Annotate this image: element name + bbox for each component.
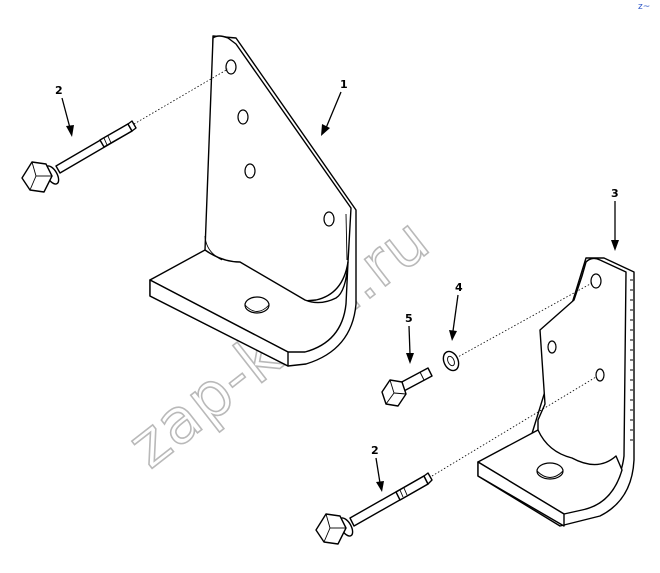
arrowhead-2-upper: [66, 125, 74, 137]
washer-icon: [442, 350, 460, 372]
callout-3: 3: [611, 187, 619, 200]
bracket-1-icon: [149, 35, 357, 367]
arrowhead-4: [449, 330, 457, 341]
long-bolt-icon: [21, 120, 137, 193]
leader-2-bottom: [375, 457, 381, 484]
callout-4: 4: [455, 281, 463, 294]
callout-2-bottom: 2: [371, 444, 379, 457]
leader-5: [408, 325, 411, 355]
arrowhead-1: [321, 124, 330, 136]
bracket-3-icon: [477, 257, 635, 527]
arrowhead-5: [406, 353, 414, 364]
alignment-line-3b: [431, 376, 597, 477]
alignment-line-1: [133, 68, 229, 125]
leader-4: [452, 294, 459, 332]
arrowhead-2-bottom: [376, 481, 384, 492]
long-bolt-bottom-icon: [315, 472, 433, 545]
leader-1: [325, 91, 342, 129]
arrowhead-3: [611, 240, 619, 251]
corner-mark: z~: [638, 2, 650, 12]
callout-1: 1: [340, 78, 348, 91]
callout-2-upper: 2: [55, 84, 63, 97]
leader-2-upper: [61, 97, 71, 129]
callout-5: 5: [405, 312, 413, 325]
alignment-line-3a: [455, 282, 593, 359]
short-bolt-icon: [381, 367, 433, 407]
